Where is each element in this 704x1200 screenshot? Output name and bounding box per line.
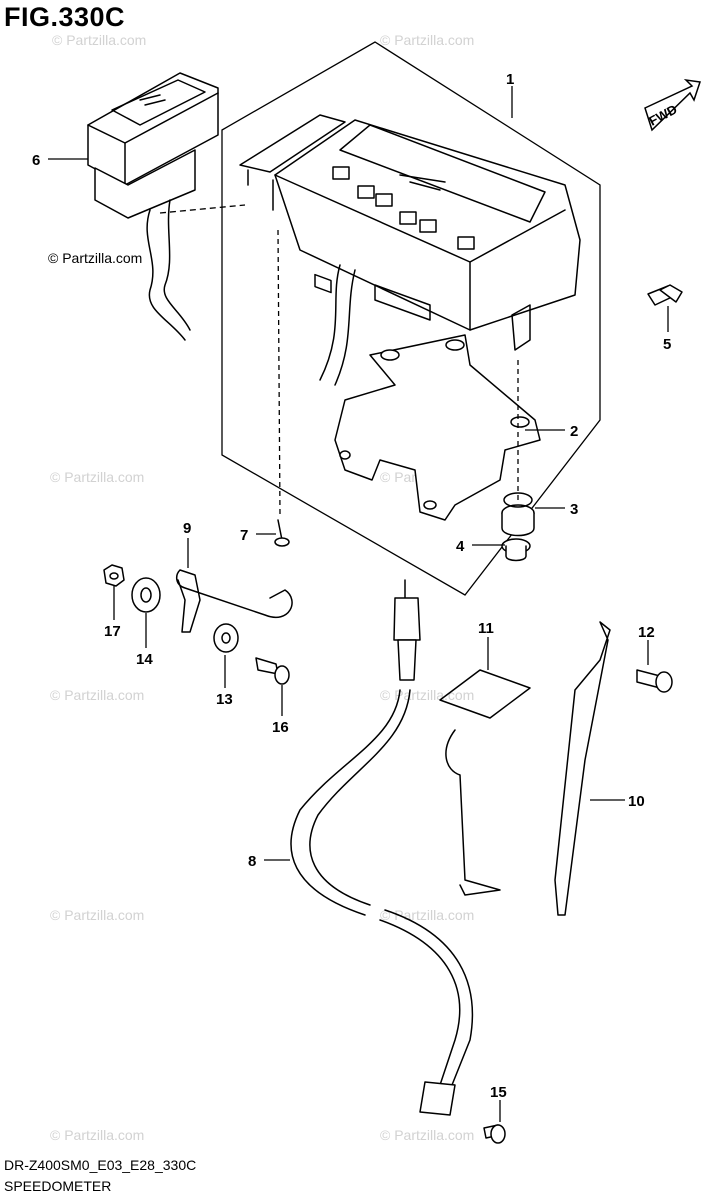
callout-16: 16 (272, 719, 289, 736)
watermark: © Partzilla.com (50, 907, 144, 923)
speedometer-part-1 (239, 114, 581, 386)
cable-part-8 (290, 579, 474, 1116)
callout-17: 17 (104, 623, 121, 640)
callout-9: 9 (183, 520, 191, 537)
callout-4: 4 (456, 538, 465, 555)
screw-part-16 (255, 657, 290, 685)
grommet-part-3 (501, 492, 535, 537)
watermark: © Partzilla.com (380, 1127, 474, 1143)
callout-8: 8 (248, 853, 256, 870)
watermark: © Partzilla.com (50, 469, 144, 485)
watermark: © Partzilla.com (50, 687, 144, 703)
screw-part-15 (483, 1124, 506, 1144)
callout-6: 6 (32, 152, 40, 169)
watermark: © Partzilla.com (50, 1127, 144, 1143)
cover-part-6 (87, 72, 219, 341)
callout-numbers: 1 2 3 4 5 6 7 8 9 10 11 12 13 14 15 16 1… (32, 71, 671, 1101)
callout-13: 13 (216, 691, 233, 708)
clamp-part-9 (175, 569, 293, 633)
callout-3: 3 (570, 501, 578, 518)
bolt-part-12 (636, 669, 673, 693)
band-part-10 (554, 621, 611, 916)
callout-leaders (48, 86, 669, 1122)
watermark: © Partzilla.com (380, 687, 474, 703)
bracket-part-2 (334, 334, 541, 521)
callout-5: 5 (663, 336, 671, 353)
leader-line (277, 229, 281, 516)
figure-title: FIG.330C (4, 2, 126, 32)
callout-15: 15 (490, 1084, 507, 1101)
leader-line (159, 204, 246, 214)
fwd-arrow-icon: FWD (644, 78, 701, 132)
figure-name: SPEEDOMETER (4, 1178, 112, 1194)
screw-part-7 (274, 519, 290, 547)
callout-1: 1 (506, 71, 514, 88)
figure-code: DR-Z400SM0_E03_E28_330C (4, 1157, 197, 1173)
assembly-frame (221, 41, 601, 596)
callout-7: 7 (240, 527, 248, 544)
callout-10: 10 (628, 793, 645, 810)
watermark: © Partzilla.com (380, 32, 474, 48)
callout-14: 14 (136, 651, 153, 668)
callout-12: 12 (638, 624, 655, 641)
watermark: © Partzilla.com (380, 907, 474, 923)
collar-part-4 (501, 538, 531, 562)
watermark: © Partzilla.com (52, 32, 146, 48)
callout-2: 2 (570, 423, 578, 440)
bolt-part-5 (647, 284, 683, 306)
nut-part-17 (103, 564, 125, 587)
clamp-part-11 (439, 669, 531, 896)
watermark-dark: © Partzilla.com (48, 250, 142, 266)
washer-part-13 (213, 623, 239, 653)
callout-11: 11 (478, 620, 494, 637)
washer-part-14 (131, 577, 161, 613)
